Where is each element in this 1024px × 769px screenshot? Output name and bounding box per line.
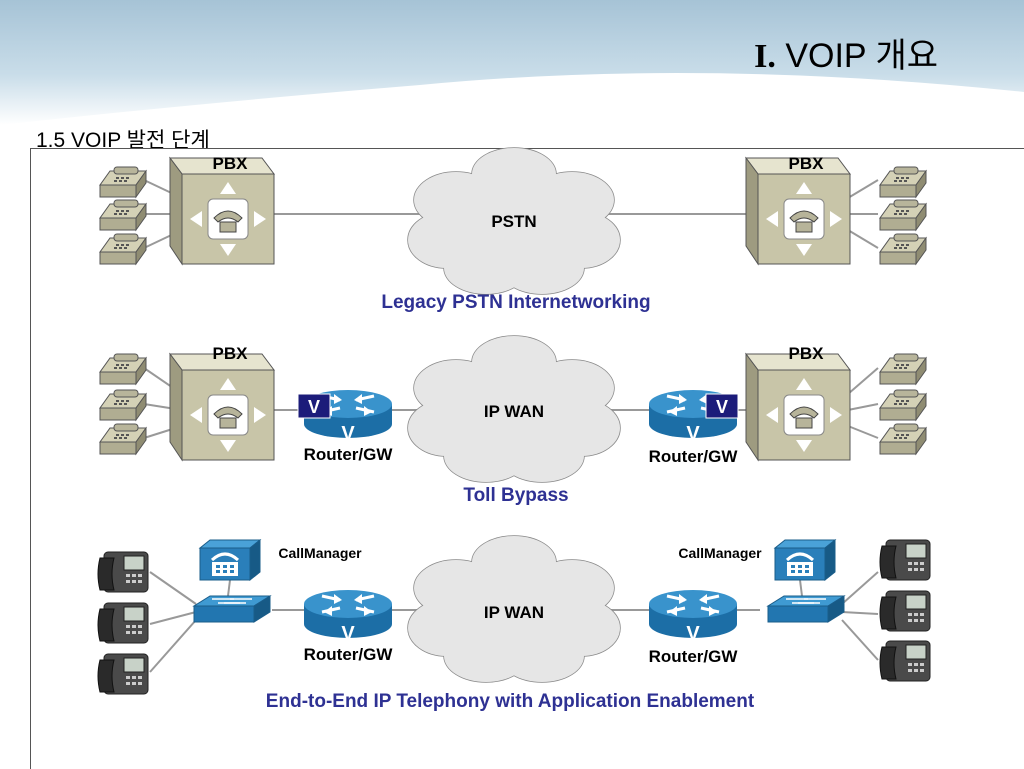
title-roman-numeral: I. <box>754 38 776 75</box>
toll-bypass-caption: Toll Bypass <box>463 485 569 506</box>
pbx-label: PBX <box>212 154 248 173</box>
router-voice-mark: V <box>341 423 355 445</box>
analog-phone-icon <box>879 353 927 385</box>
router-voice-mark: V <box>686 423 700 445</box>
ip-phone-icon <box>97 551 149 593</box>
ip-wan-label: IP WAN <box>483 603 545 622</box>
slide-title: I. VOIP 개요 <box>754 28 938 77</box>
scenario-toll-bypass <box>99 335 927 483</box>
voice-badge-label: V <box>308 397 320 417</box>
router-voice-mark: V <box>686 623 700 645</box>
callmanager-label: CallManager <box>678 545 762 561</box>
router-gw-label: Router/GW <box>648 647 738 666</box>
pbx-icon <box>745 353 851 461</box>
router-gw-label: Router/GW <box>303 645 393 664</box>
title-text: VOIP 개요 <box>785 37 938 75</box>
analog-phone-icon <box>879 233 927 265</box>
analog-phone-icon <box>99 423 147 455</box>
ip-telephony-caption: End-to-End IP Telephony with Application… <box>265 691 755 712</box>
callmanager-label: CallManager <box>278 545 362 561</box>
lan-switch-icon <box>767 595 845 623</box>
ip-wan-label: IP WAN <box>483 402 545 421</box>
analog-phone-icon <box>879 423 927 455</box>
ip-phone-icon <box>879 539 931 581</box>
header-banner <box>0 0 1024 125</box>
router-voice-mark: V <box>341 623 355 645</box>
voice-badge-label: V <box>716 397 728 417</box>
pbx-icon <box>169 353 275 461</box>
analog-phone-icon <box>879 199 927 231</box>
voice-badge-icon <box>705 393 739 419</box>
analog-phone-icon <box>99 166 147 198</box>
analog-phone-icon <box>879 389 927 421</box>
slide-subtitle: 1.5 VOIP 발전 단계 <box>36 129 210 152</box>
lan-switch-icon <box>193 595 271 623</box>
scenario-ip-telephony <box>97 535 931 695</box>
pbx-label: PBX <box>788 344 824 363</box>
callmanager-server-icon <box>773 538 837 582</box>
scenario-legacy-pstn <box>99 147 927 295</box>
ip-phone-icon <box>97 653 149 695</box>
ip-phone-icon <box>879 590 931 632</box>
analog-phone-icon <box>99 389 147 421</box>
ip-phone-icon <box>879 640 931 682</box>
analog-phone-icon <box>99 199 147 231</box>
router-gw-label: Router/GW <box>303 445 393 464</box>
pstn-label: PSTN <box>491 212 537 231</box>
router-gw-label: Router/GW <box>648 447 738 466</box>
analog-phone-icon <box>99 233 147 265</box>
ip-phone-icon <box>97 602 149 644</box>
pbx-label: PBX <box>788 154 824 173</box>
analog-phone-icon <box>879 166 927 198</box>
analog-phone-icon <box>99 353 147 385</box>
callmanager-server-icon <box>198 538 262 582</box>
legacy-caption: Legacy PSTN Internetworking <box>381 292 651 313</box>
voice-badge-icon <box>297 393 331 419</box>
pbx-label: PBX <box>212 344 248 363</box>
